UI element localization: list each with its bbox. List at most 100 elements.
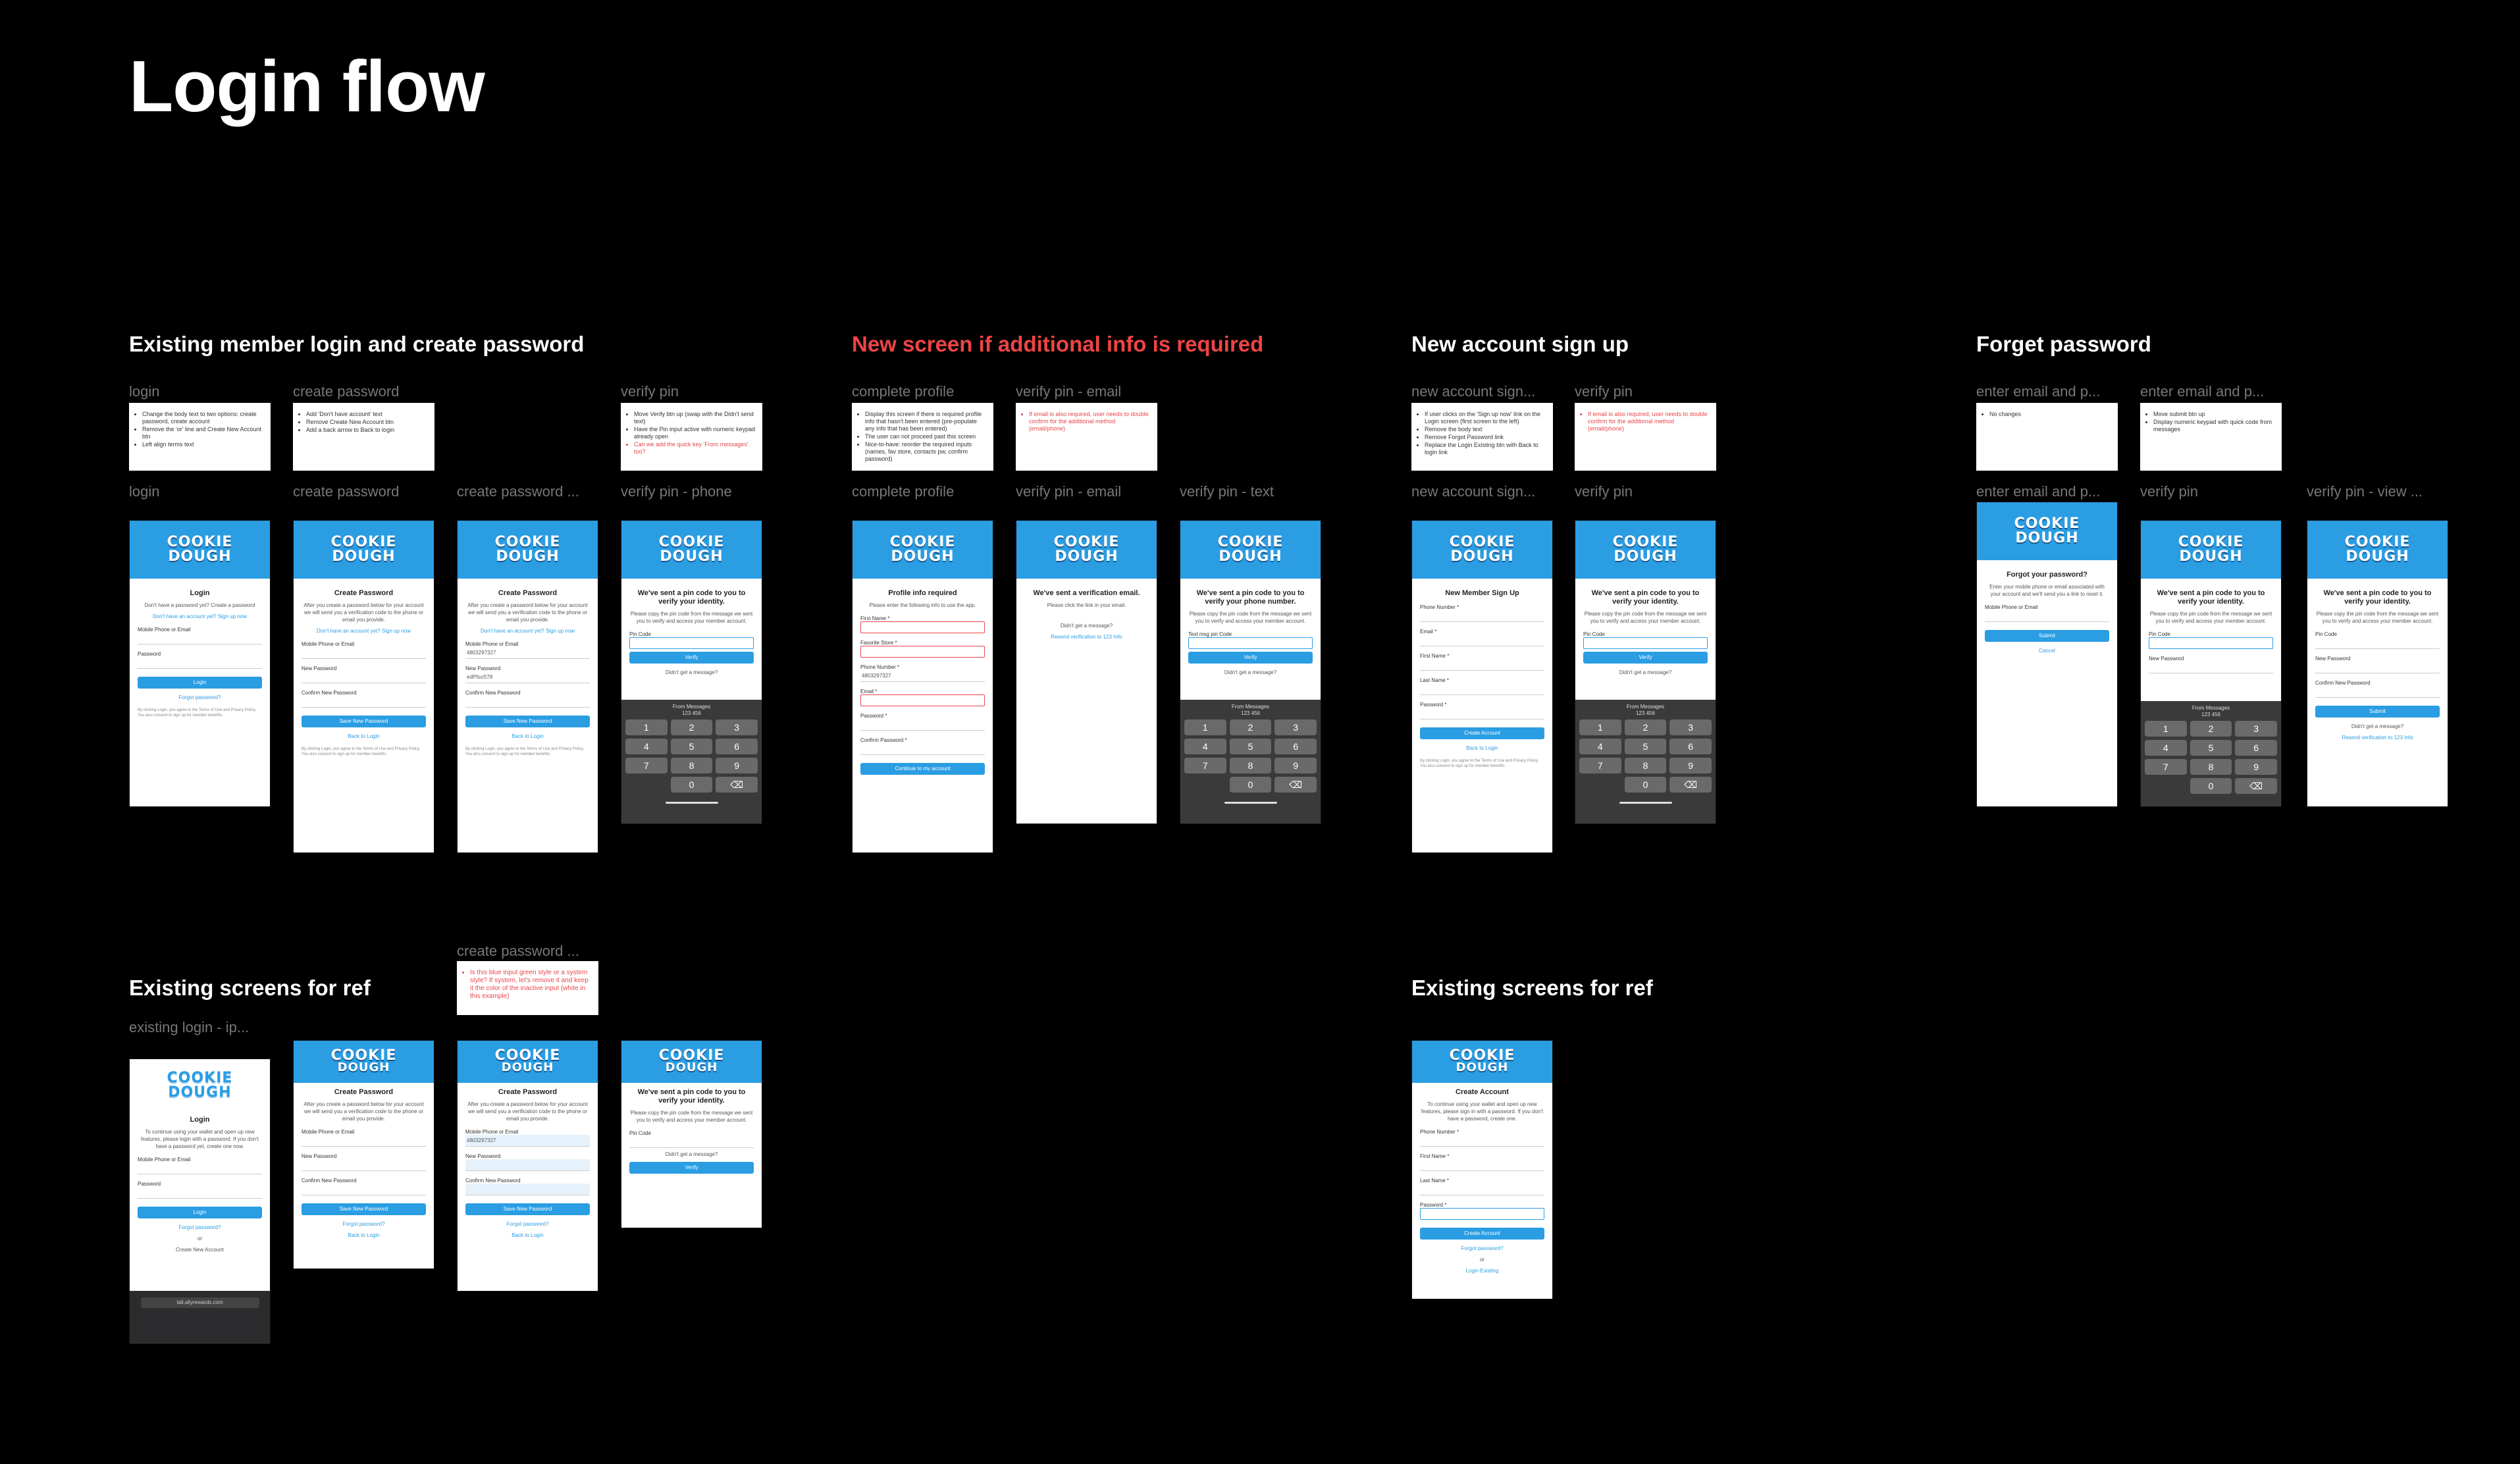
- email-input[interactable]: [1420, 635, 1544, 646]
- keypad-key-1[interactable]: 1: [1579, 719, 1621, 735]
- keypad-key-7[interactable]: 7: [1184, 758, 1226, 773]
- password-input[interactable]: [860, 719, 985, 731]
- mobile-input[interactable]: [1985, 610, 2109, 622]
- mobile-input[interactable]: [138, 1163, 262, 1174]
- didnt-get-text[interactable]: Didn't get a message?: [665, 669, 718, 675]
- backspace-icon[interactable]: ⌫: [1274, 777, 1317, 793]
- keypad-key-1[interactable]: 1: [1184, 719, 1226, 735]
- keypad-key-0[interactable]: 0: [670, 777, 713, 793]
- keypad-key-7[interactable]: 7: [1579, 758, 1621, 773]
- fav-store-select[interactable]: [860, 646, 985, 658]
- save-password-button[interactable]: Save New Password: [465, 1203, 590, 1215]
- mobile-input[interactable]: 4803297327: [465, 1135, 590, 1147]
- keypad-key-4[interactable]: 4: [625, 739, 668, 754]
- keypad-key-8[interactable]: 8: [670, 758, 713, 773]
- phone-input[interactable]: [1420, 1135, 1544, 1147]
- new-password-input[interactable]: edPfsoS78: [465, 671, 590, 683]
- keypad-key-9[interactable]: 9: [716, 758, 758, 773]
- verify-button[interactable]: Verify: [629, 652, 754, 664]
- mobile-input[interactable]: [138, 633, 262, 644]
- forgot-password-link[interactable]: Forgot password?: [178, 1224, 221, 1230]
- back-to-login-link[interactable]: Back to Login: [348, 1232, 380, 1238]
- last-name-input[interactable]: [1420, 1184, 1544, 1195]
- continue-button[interactable]: Continue to my account: [860, 763, 985, 775]
- password-input[interactable]: [138, 657, 262, 669]
- save-password-button[interactable]: Save New Password: [302, 1203, 426, 1215]
- keypad-key-4[interactable]: 4: [1184, 739, 1226, 754]
- new-password-input[interactable]: [302, 671, 426, 683]
- forgot-password-link[interactable]: Forgot password?: [178, 694, 221, 700]
- keypad-key-2[interactable]: 2: [1229, 719, 1272, 735]
- mobile-input[interactable]: 4803297327: [465, 647, 590, 659]
- keypad-key-3[interactable]: 3: [716, 719, 758, 735]
- new-password-input[interactable]: [2315, 662, 2440, 673]
- login-subtitle[interactable]: Don't have a password yet? Create a pass…: [144, 602, 255, 608]
- pin-input[interactable]: [1583, 637, 1708, 649]
- keypad-key-9[interactable]: 9: [1669, 758, 1712, 773]
- new-password-input[interactable]: [465, 1159, 590, 1171]
- keypad-key-5[interactable]: 5: [1624, 739, 1667, 754]
- login-existing-link[interactable]: Login Existing: [1465, 1268, 1499, 1274]
- forgot-password-link[interactable]: Forgot password?: [506, 1221, 549, 1227]
- keypad-key-1[interactable]: 1: [2145, 721, 2187, 737]
- confirm-password-input[interactable]: [860, 743, 985, 755]
- didnt-get-text[interactable]: Didn't get a message?: [1619, 669, 1672, 675]
- password-input[interactable]: [138, 1187, 262, 1199]
- keypad-key-9[interactable]: 9: [1274, 758, 1317, 773]
- sign-up-link[interactable]: Don't have an account yet? Sign up now: [317, 628, 411, 634]
- back-to-login-link[interactable]: Back to Login: [512, 1232, 544, 1238]
- keypad-key-6[interactable]: 6: [716, 739, 758, 754]
- last-name-input[interactable]: [1420, 683, 1544, 695]
- email-input[interactable]: [860, 694, 985, 706]
- back-to-login-link[interactable]: Back to Login: [1466, 745, 1498, 751]
- keypad-key-0[interactable]: 0: [1229, 777, 1272, 793]
- resend-link[interactable]: Resend verification to 123 Info: [1051, 634, 1122, 640]
- keypad-key-2[interactable]: 2: [670, 719, 713, 735]
- pin-input[interactable]: [629, 637, 754, 649]
- keypad-key-8[interactable]: 8: [2190, 759, 2232, 775]
- confirm-password-input[interactable]: [465, 696, 590, 708]
- keypad-key-3[interactable]: 3: [2235, 721, 2277, 737]
- new-password-input[interactable]: [302, 1159, 426, 1171]
- pin-input[interactable]: [2149, 637, 2273, 649]
- forgot-password-link[interactable]: Forgot password?: [1461, 1245, 1504, 1251]
- keypad-key-5[interactable]: 5: [670, 739, 713, 754]
- save-password-button[interactable]: Save New Password: [465, 716, 590, 727]
- verify-button[interactable]: Verify: [1188, 652, 1313, 664]
- password-input[interactable]: [1420, 1208, 1544, 1220]
- keypad-key-9[interactable]: 9: [2235, 759, 2277, 775]
- keypad-key-8[interactable]: 8: [1229, 758, 1272, 773]
- keypad-key-6[interactable]: 6: [1669, 739, 1712, 754]
- cancel-link[interactable]: Cancel: [2039, 648, 2055, 654]
- confirm-password-input[interactable]: [302, 1184, 426, 1195]
- url-bar[interactable]: tall.allyrewards.com: [140, 1297, 259, 1308]
- save-password-button[interactable]: Save New Password: [302, 716, 426, 727]
- keypad-key-7[interactable]: 7: [625, 758, 668, 773]
- forgot-password-link[interactable]: Forgot password?: [342, 1221, 385, 1227]
- backspace-icon[interactable]: ⌫: [716, 777, 758, 793]
- first-name-input[interactable]: [1420, 659, 1544, 671]
- keypad-key-4[interactable]: 4: [1579, 739, 1621, 754]
- submit-button[interactable]: Submit: [1985, 630, 2109, 642]
- keypad-key-6[interactable]: 6: [1274, 739, 1317, 754]
- login-button[interactable]: Login: [138, 1207, 262, 1218]
- keypad-key-2[interactable]: 2: [2190, 721, 2232, 737]
- keypad-key-4[interactable]: 4: [2145, 740, 2187, 756]
- sign-up-link[interactable]: Don't have an account yet? Sign up now: [481, 628, 575, 634]
- keypad-key-6[interactable]: 6: [2235, 740, 2277, 756]
- back-to-login-link[interactable]: Back to Login: [348, 733, 380, 739]
- keypad-key-2[interactable]: 2: [1624, 719, 1667, 735]
- keypad-key-1[interactable]: 1: [625, 719, 668, 735]
- keypad-key-0[interactable]: 0: [1624, 777, 1667, 793]
- confirm-password-input[interactable]: [465, 1184, 590, 1195]
- confirm-password-input[interactable]: [302, 696, 426, 708]
- sign-up-link[interactable]: Don't have an account yet? Sign up now: [153, 614, 247, 619]
- pin-input[interactable]: [1188, 637, 1313, 649]
- create-account-button[interactable]: Create Account: [1420, 1228, 1544, 1240]
- backspace-icon[interactable]: ⌫: [1669, 777, 1712, 793]
- create-new-account-link[interactable]: Create New Account: [176, 1247, 224, 1253]
